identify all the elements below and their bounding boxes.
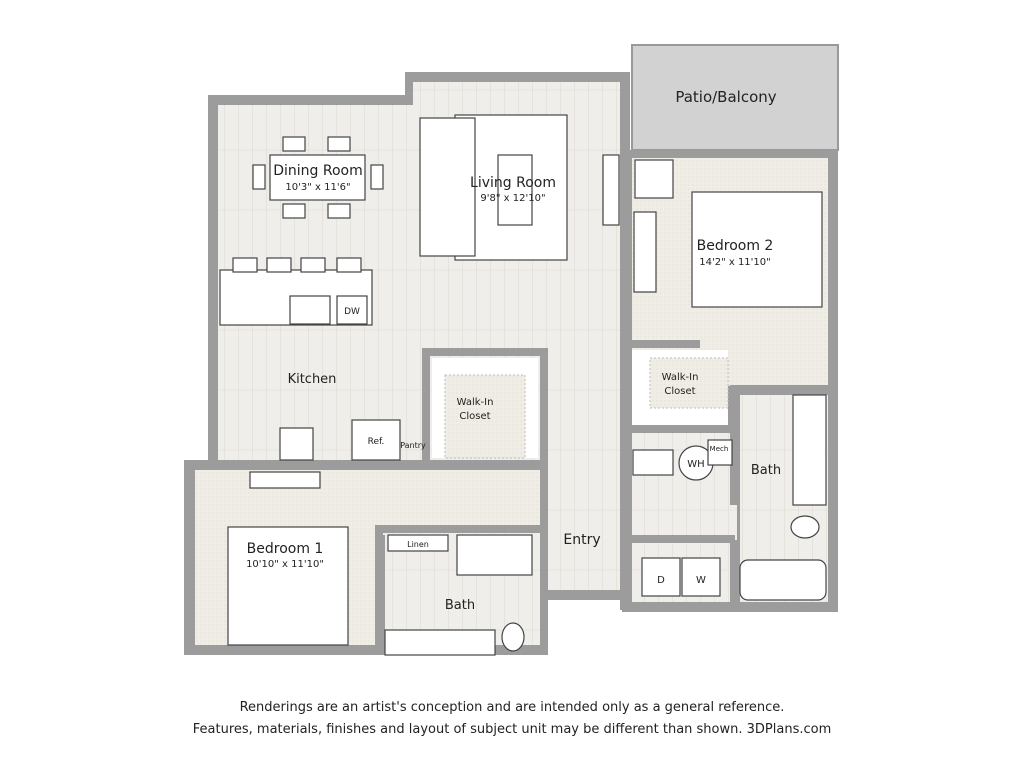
dining-label: Dining Room — [273, 163, 363, 179]
entry-label: Entry — [563, 532, 600, 548]
dining-table — [269, 154, 366, 201]
washer-label: W — [696, 575, 706, 586]
dryer-label: D — [657, 575, 665, 586]
toilet — [790, 515, 820, 539]
dishwasher — [336, 295, 368, 325]
linen — [387, 534, 449, 552]
linen-label: Linen — [407, 540, 429, 549]
bath1-vanity — [384, 629, 496, 656]
furniture — [219, 114, 827, 656]
mech-label: Mech — [710, 445, 729, 453]
washer — [681, 557, 721, 597]
closet2-label-1: Walk-In — [662, 372, 699, 383]
dw-label: DW — [344, 307, 360, 317]
bed-1 — [227, 526, 349, 646]
disclaimer-line-2: Features, materials, finishes and layout… — [192, 722, 832, 737]
bath2-vanity — [792, 394, 827, 506]
bedroom2-label: Bedroom 2 — [697, 238, 774, 254]
wh-label: WH — [687, 459, 704, 470]
sofa — [419, 117, 476, 257]
dresser-2 — [633, 211, 657, 293]
dining-size: 10'3" x 11'6" — [285, 182, 350, 193]
bedroom1-label: Bedroom 1 — [247, 541, 324, 557]
ref-label: Ref. — [368, 437, 385, 447]
bathtub — [739, 559, 827, 601]
tv-console — [602, 154, 620, 226]
dryer — [641, 557, 681, 597]
stove — [279, 427, 314, 461]
kitchen-label: Kitchen — [288, 372, 337, 387]
closet1-label-2: Closet — [459, 411, 490, 422]
bedroom2-size: 14'2" x 11'10" — [699, 257, 771, 268]
living-label: Living Room — [470, 175, 556, 191]
bed-2 — [691, 191, 823, 308]
patio-balcony — [631, 44, 839, 151]
closet1-label-1: Walk-In — [457, 397, 494, 408]
living-size: 9'8" x 12'10" — [480, 193, 545, 204]
shower — [456, 534, 533, 576]
bedroom1-size: 10'10" x 11'10" — [246, 559, 324, 570]
closet2-label-2: Closet — [664, 386, 695, 397]
refrigerator — [351, 419, 401, 461]
bath1-label: Bath — [445, 598, 475, 613]
tv-console-1 — [249, 471, 321, 489]
bath2-label: Bath — [751, 463, 781, 478]
armchair — [634, 159, 674, 199]
pantry-label: Pantry — [400, 441, 426, 450]
interior-walls — [208, 150, 828, 655]
disclaimer-line-1: Renderings are an artist's conception an… — [239, 700, 785, 715]
kitchen-sink — [289, 295, 331, 325]
patio-label: Patio/Balcony — [675, 88, 776, 106]
